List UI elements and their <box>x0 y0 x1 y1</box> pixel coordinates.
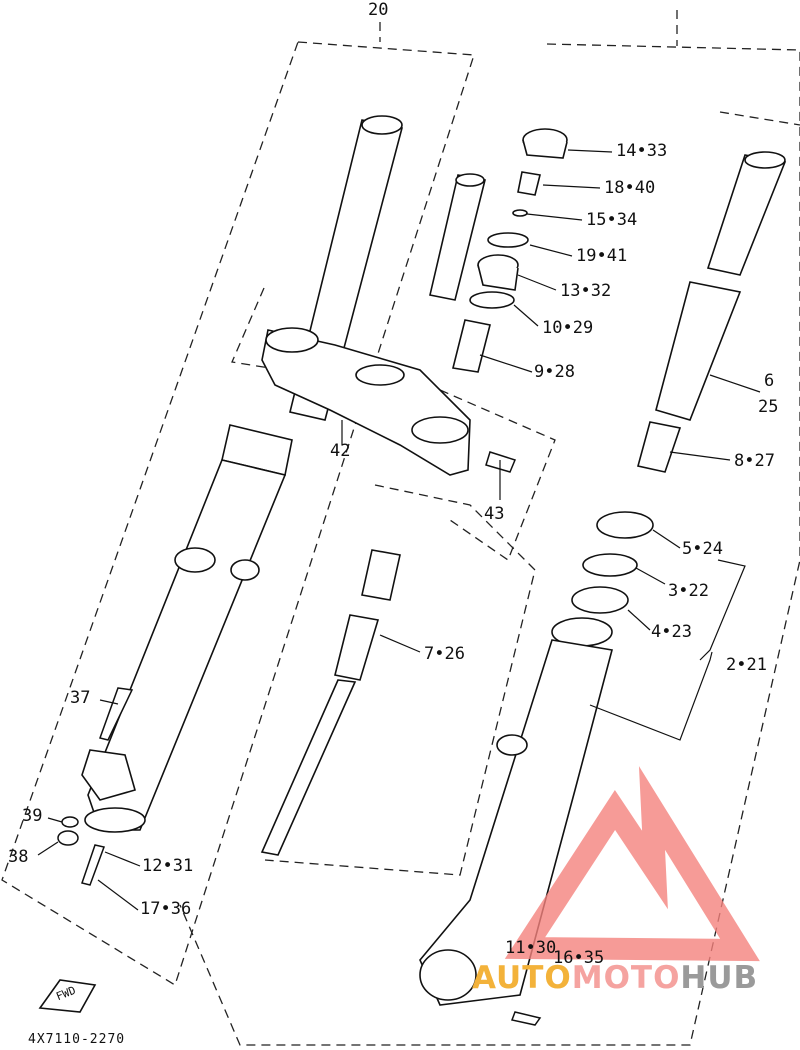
callout-25: 25 <box>758 397 779 417</box>
callout-3-22: 3•22 <box>668 581 709 601</box>
center-damper-assembly <box>260 173 486 856</box>
watermark-logo <box>504 766 760 962</box>
callout-8-27: 8•27 <box>734 451 775 471</box>
callout-15-34: 15•34 <box>586 210 638 230</box>
group-outline-20 <box>1 10 800 1046</box>
air-valve <box>517 171 541 196</box>
clip <box>582 553 638 577</box>
right-fork-parts <box>419 151 787 1006</box>
callout-11-30: 11•30 <box>505 938 557 958</box>
dust-seal <box>596 511 654 539</box>
callout-37: 37 <box>70 688 91 708</box>
watermark-moto: MOTO <box>571 960 681 996</box>
top-cap-parts <box>452 128 568 373</box>
callout-17-36: 17•36 <box>140 899 192 919</box>
oil-seal <box>571 586 629 614</box>
right-inner-tube-upper <box>706 154 787 276</box>
center-spring <box>361 549 401 601</box>
watermark-text: AUTOMOTOHUB <box>472 960 758 996</box>
callout-5-24: 5•24 <box>682 539 723 559</box>
callout-7-26: 7•26 <box>424 644 465 664</box>
callout-18-40: 18•40 <box>604 178 656 198</box>
left-fork-assembly <box>81 115 471 833</box>
leader-lines <box>37 149 761 911</box>
callout-16-35: 16•35 <box>553 948 605 968</box>
callout-20: 20 <box>368 0 389 20</box>
callout-6: 6 <box>764 371 775 391</box>
left-axle-clamp <box>81 749 136 801</box>
callout-42: 42 <box>330 441 351 461</box>
part-code: 4X7110-2270 <box>28 1032 126 1047</box>
callout-39: 39 <box>22 806 43 826</box>
callout-4-23: 4•23 <box>651 622 692 642</box>
callout-2-21: 2•21 <box>726 655 767 675</box>
right-inner-tube-lower <box>655 281 742 421</box>
oring <box>469 291 515 309</box>
callout-12-31: 12•31 <box>142 856 194 876</box>
washer <box>487 232 529 248</box>
watermark-hub: HUB <box>680 960 759 996</box>
small-oring <box>512 209 528 217</box>
spacer-sleeve <box>637 421 682 473</box>
watermark-auto: AUTO <box>472 960 572 996</box>
callout-38: 38 <box>8 847 29 867</box>
callout-43: 43 <box>484 504 505 524</box>
left-tube-top <box>361 115 403 135</box>
damper-rod <box>260 679 357 856</box>
callout-14-33: 14•33 <box>616 141 668 161</box>
bolts <box>57 451 542 1026</box>
callout-9-28: 9•28 <box>534 362 575 382</box>
damper-piston <box>334 614 380 681</box>
right-outer-tube <box>419 639 613 1006</box>
damper-rod-upper <box>429 174 486 301</box>
callout-10-29: 10•29 <box>542 318 594 338</box>
callout-19-41: 19•41 <box>576 246 628 266</box>
fwd-arrow-icon <box>38 979 97 1013</box>
upper-spring <box>452 319 491 373</box>
callout-13-32: 13•32 <box>560 281 612 301</box>
